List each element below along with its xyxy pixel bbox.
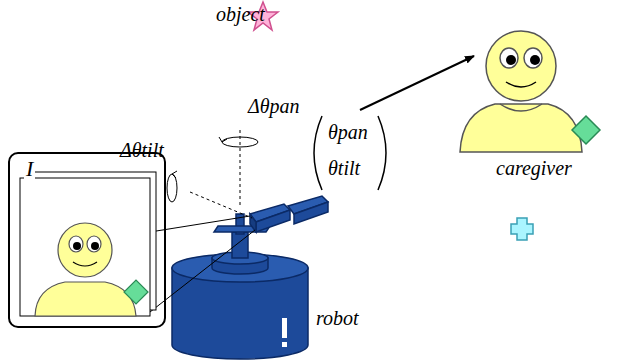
cyan-cross (511, 218, 533, 240)
delta-pan-label: Δθpan (248, 96, 300, 116)
inset-frame: I (8, 152, 166, 328)
green-diamond (572, 116, 600, 144)
caregiver-figure (460, 31, 582, 152)
vector-brackets (314, 116, 386, 190)
robot-body (172, 196, 328, 359)
delta-tilt-label: Δθtilt (120, 140, 164, 160)
rotation-axes (167, 128, 258, 218)
object-label: object (216, 4, 265, 24)
camera-image (20, 172, 255, 316)
theta-tilt-label: θtilt (328, 158, 360, 178)
theta-pan-label: θpan (328, 122, 368, 142)
gaze-arrow (360, 56, 474, 110)
robot-label: robot (316, 308, 359, 328)
caregiver-label: caregiver (496, 158, 572, 178)
image-label: I (24, 158, 35, 180)
